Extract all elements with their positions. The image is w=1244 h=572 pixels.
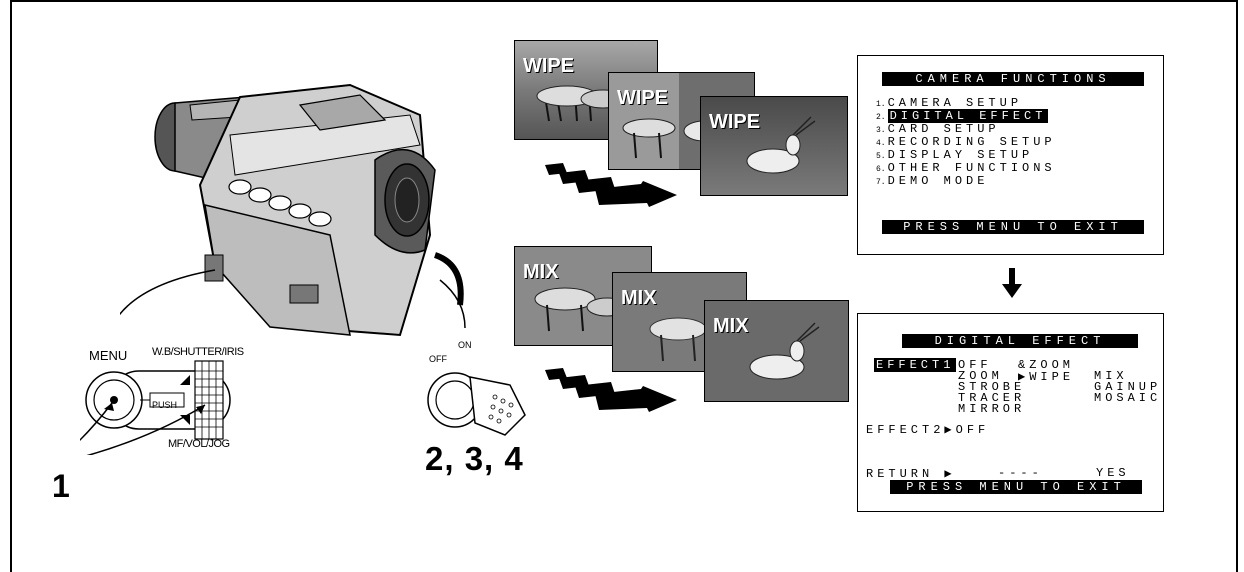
menu-jog-panel: [80, 360, 231, 455]
effect1-option[interactable]: ZOOM: [958, 369, 1003, 383]
down-arrow-icon: [1002, 268, 1022, 298]
mix-motion-arrow: [545, 368, 677, 412]
camera-functions-item[interactable]: 1.CAMERA SETUP: [876, 96, 1023, 110]
camcorder-illustration: [120, 83, 466, 337]
mix-label-1: MIX: [523, 261, 559, 283]
mix-label-3: MIX: [713, 315, 749, 337]
camera-functions-item[interactable]: 3.CARD SETUP: [876, 122, 1000, 136]
push-label: PUSH: [152, 400, 178, 410]
digital-effect-screen: DIGITAL EFFECT EFFECT1 OFF&ZOOM ZOOM ▶WIPE…: [857, 313, 1164, 512]
camera-functions-item[interactable]: 5.DISPLAY SETUP: [876, 148, 1034, 162]
digital-effect-title: DIGITAL EFFECT: [902, 334, 1138, 348]
effect1-option[interactable]: MIX: [1094, 369, 1128, 383]
wipe-label-3: WIPE: [709, 111, 761, 133]
diagram-frame: [10, 0, 1238, 572]
step-2-3-4-label: 2, 3, 4: [425, 440, 524, 477]
effect1-option[interactable]: &ZOOM: [1018, 358, 1075, 372]
digital-effect-footer: PRESS MENU TO EXIT: [890, 480, 1142, 494]
wipe-motion-arrow: [545, 163, 677, 207]
mix-frame-3: MIX: [704, 300, 849, 402]
effect1-label: EFFECT1: [874, 358, 957, 372]
wipe-label-2: WIPE: [617, 87, 669, 109]
camera-functions-title: CAMERA FUNCTIONS: [882, 72, 1144, 86]
camera-functions-item[interactable]: 4.RECORDING SETUP: [876, 135, 1056, 149]
effect1-option[interactable]: GAINUP: [1094, 380, 1162, 394]
menu-button-label: MENU: [89, 348, 128, 363]
effect2-line: EFFECT2▶OFF: [866, 423, 990, 437]
camera-functions-item[interactable]: 2.DIGITAL EFFECT: [876, 109, 1049, 123]
power-switch: [427, 372, 526, 436]
step-1-label: 1: [52, 468, 70, 504]
on-label: ON: [458, 340, 472, 350]
return-label: RETURN ▶: [866, 467, 956, 481]
effect1-option[interactable]: OFF: [958, 358, 992, 372]
effect1-option[interactable]: ▶WIPE: [1018, 370, 1075, 384]
effect1-option[interactable]: MIRROR: [958, 402, 1026, 416]
wipe-frame-3: WIPE: [700, 96, 848, 196]
camera-functions-item[interactable]: 6.OTHER FUNCTIONS: [876, 161, 1056, 175]
effect1-option[interactable]: STROBE: [958, 380, 1026, 394]
camera-functions-footer: PRESS MENU TO EXIT: [882, 220, 1144, 234]
return-yes: YES: [1096, 466, 1130, 480]
effect1-option[interactable]: MOSAIC: [1094, 391, 1162, 405]
mix-label-2: MIX: [621, 287, 657, 309]
camera-functions-item[interactable]: 7.DEMO MODE: [876, 174, 989, 188]
off-label: OFF: [429, 354, 447, 364]
effect1-option[interactable]: TRACER: [958, 391, 1026, 405]
wb-shutter-iris-label: W.B/SHUTTER/IRIS: [152, 346, 244, 358]
mf-vol-jog-label: MF/VOL/JOG: [168, 438, 230, 450]
wipe-label-1: WIPE: [523, 55, 575, 77]
return-dashes: ----: [998, 466, 1043, 480]
